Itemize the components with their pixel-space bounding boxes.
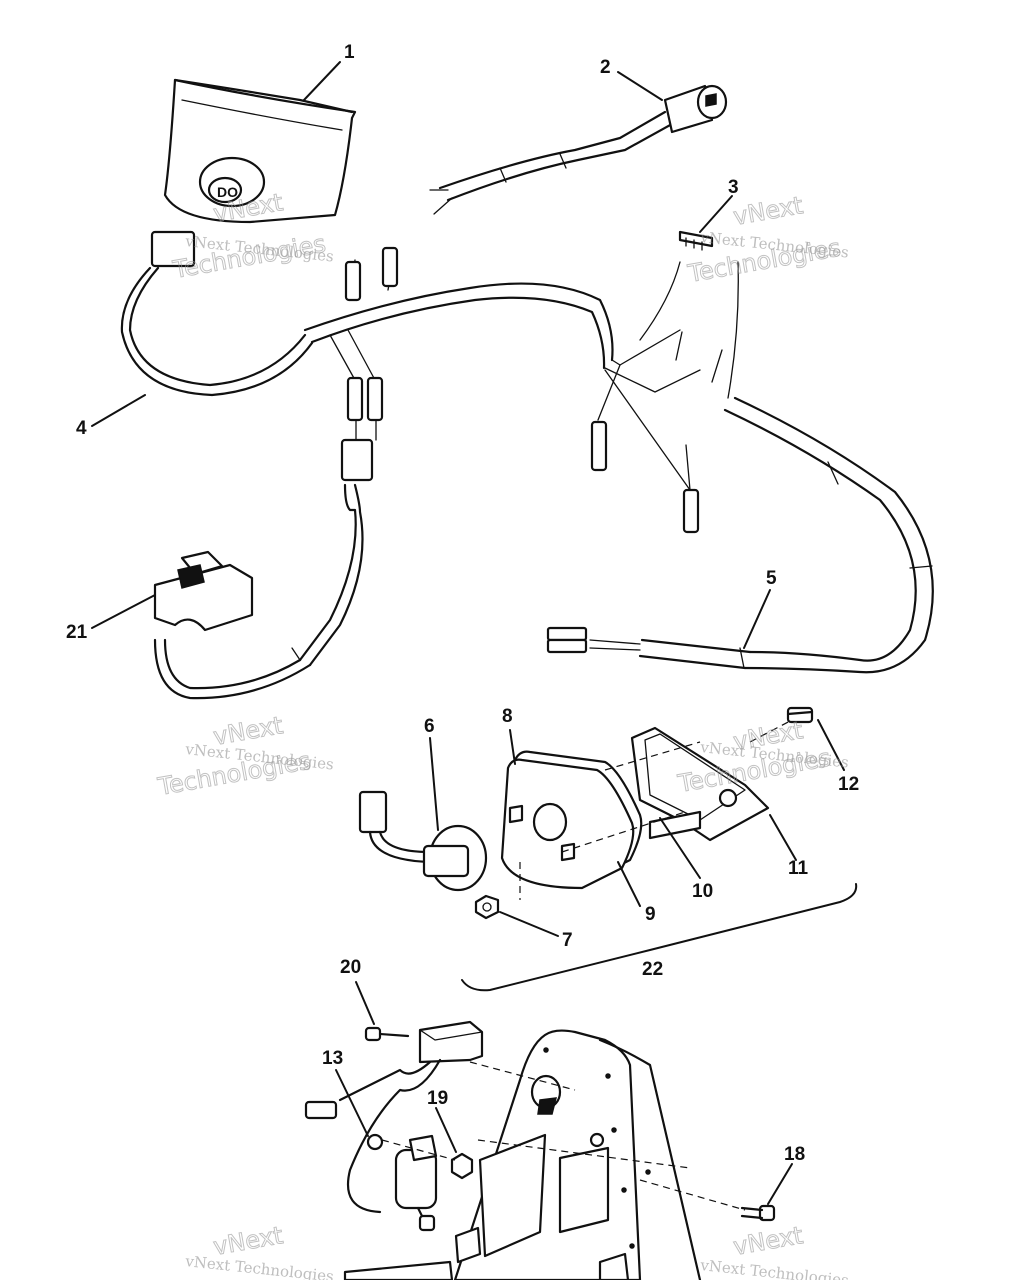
callout-2: 2 [600, 57, 611, 78]
callout-labels: 1 2 3 4 5 6 7 8 9 10 11 12 13 18 19 20 2… [66, 42, 859, 1165]
callout-21: 21 [66, 622, 88, 643]
regulator-module [304, 1020, 484, 1214]
bolt-18 [740, 1204, 776, 1222]
callout-18: 18 [784, 1144, 805, 1165]
bracket-22 [461, 883, 858, 992]
washer-19 [450, 1152, 474, 1180]
main-wire-harness [120, 230, 739, 700]
callout-9: 9 [645, 904, 656, 925]
callout-13: 13 [322, 1048, 343, 1069]
nut-7 [474, 894, 500, 920]
leader-lines [91, 61, 845, 1205]
handlebar-switch [153, 550, 254, 632]
callout-7: 7 [562, 930, 573, 951]
tail-wire-harness [546, 396, 934, 674]
callout-6: 6 [424, 716, 435, 737]
watermark: vNext vNext Technologies Technologies vN… [155, 188, 850, 1280]
tail-lens-assembly [500, 750, 643, 890]
callout-12: 12 [838, 774, 859, 795]
mounting-plate [343, 1029, 702, 1280]
assembly-line [381, 1061, 746, 1211]
callout-4: 4 [76, 418, 87, 439]
callout-1: 1 [344, 42, 355, 63]
nut-13 [366, 1133, 384, 1151]
svg-text:DO: DO [217, 184, 238, 200]
watermark-text: vNext Technologies [184, 1252, 335, 1280]
watermark-word: vNext [731, 191, 805, 231]
jumper-clip [678, 230, 714, 251]
callout-3: 3 [728, 177, 739, 198]
ignition-coil [394, 1134, 438, 1232]
callout-8: 8 [502, 706, 513, 727]
tail-light-housing [630, 726, 770, 842]
callout-5: 5 [766, 568, 777, 589]
callout-20: 20 [340, 957, 361, 978]
watermark-text: vNext Technologies [699, 1256, 850, 1280]
bulb-socket-assembly [358, 790, 488, 892]
callout-11: 11 [788, 858, 809, 879]
assembly-line [519, 719, 793, 900]
bolt-20 [364, 1026, 410, 1042]
key-switch [429, 84, 728, 215]
callout-10: 10 [692, 881, 713, 902]
watermark-word: vNext [731, 1221, 805, 1261]
screw-12 [786, 706, 814, 724]
headlight-housing: DO [163, 78, 357, 224]
callout-22: 22 [642, 959, 663, 980]
callout-19: 19 [427, 1088, 448, 1109]
